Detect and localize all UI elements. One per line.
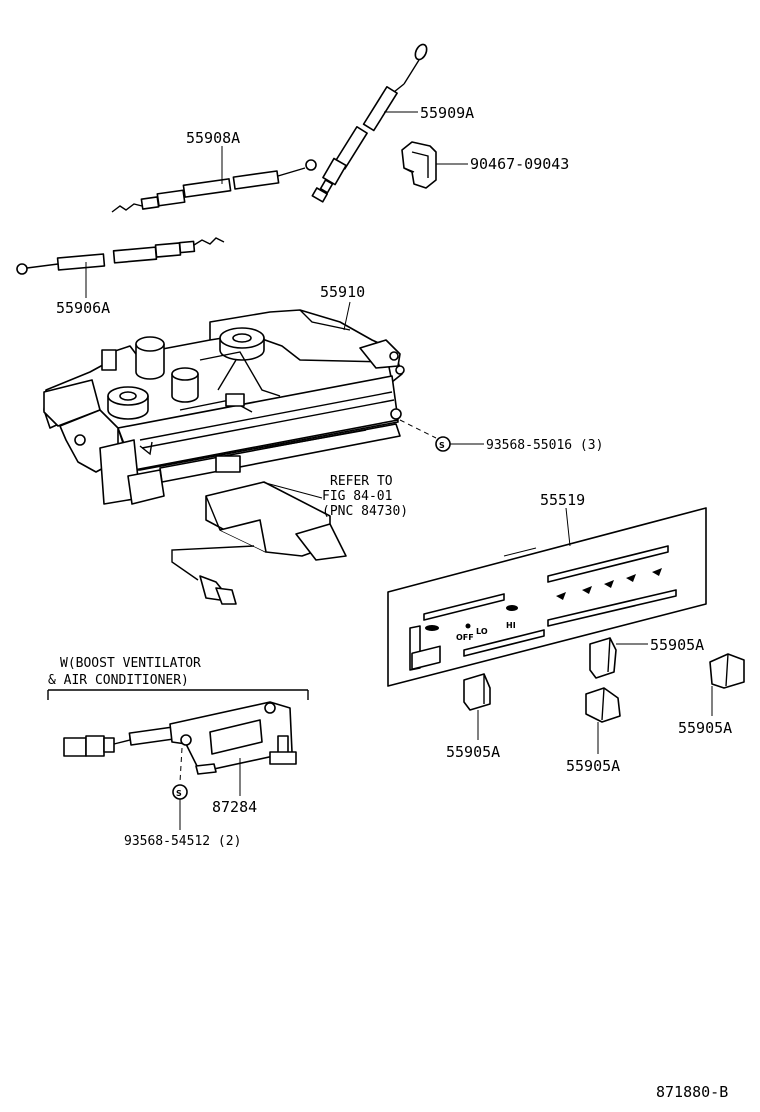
knob-55905a-4 — [709, 653, 745, 716]
label-87284: 87284 — [212, 798, 257, 816]
switch-87284 — [63, 701, 297, 796]
control-panel-55519: OFF LO HI — [387, 507, 707, 687]
knob-55905a-2 — [589, 637, 648, 679]
knob-55905a-3 — [585, 687, 621, 754]
label-55905a-left: 55905A — [446, 743, 500, 761]
label-93568-55016: 93568-55016 (3) — [486, 438, 603, 453]
label-55908a: 55908A — [186, 129, 240, 147]
panel-off-text: OFF — [456, 633, 474, 642]
refer-line-3: (PNC 84730) — [322, 504, 408, 519]
cable-55909a — [311, 43, 428, 203]
control-assembly-55910 — [43, 301, 405, 505]
label-55906a: 55906A — [56, 299, 110, 317]
cable-55906a — [16, 237, 225, 298]
label-55905a-right-top: 55905A — [650, 636, 704, 654]
label-55905a-right: 55905A — [678, 719, 732, 737]
clip-90467-09043 — [401, 141, 468, 189]
label-93568-54512: 93568-54512 (2) — [124, 834, 241, 849]
boost-caption-line-2: & AIR CONDITIONER) — [48, 673, 189, 688]
module-84730 — [171, 481, 347, 605]
label-55905a-middle: 55905A — [566, 757, 620, 775]
label-55909a: 55909A — [420, 104, 474, 122]
figure-code: 871880-B — [656, 1083, 728, 1101]
panel-hi-text: HI — [506, 621, 516, 630]
refer-line-2: FIG 84-01 — [322, 489, 392, 504]
refer-line-1: REFER TO — [330, 474, 393, 489]
svg-text:S: S — [176, 789, 182, 798]
boost-ventilator-group — [47, 689, 309, 700]
label-55519: 55519 — [540, 491, 585, 509]
svg-text:S: S — [439, 441, 445, 450]
label-90467-09043: 90467-09043 — [470, 155, 569, 173]
panel-lo-text: LO — [476, 627, 488, 636]
cable-55908a — [111, 146, 317, 213]
boost-caption-line-1: W(BOOST VENTILATOR — [60, 656, 201, 671]
knob-55905a-1 — [463, 673, 491, 740]
screw-93568-55016: S — [399, 419, 484, 452]
label-55910: 55910 — [320, 283, 365, 301]
screw-93568-54512: S — [172, 784, 188, 830]
